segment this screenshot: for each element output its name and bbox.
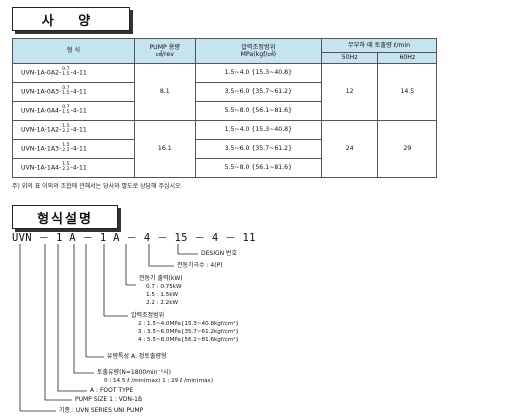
model-code: UVN － 1 A － 1 A － 4 － 15 － 4 － 11 [12, 230, 256, 245]
model-prefix: UVN-1A-1A4- [21, 165, 62, 172]
leader-pump-size [44, 244, 72, 401]
label-discharge-title: 토출유량(N=1800min⁻¹시) [97, 369, 171, 376]
code-pressure: 4 [143, 232, 151, 244]
code-series: UVN [12, 232, 32, 244]
label-motor-poles: 전동기극수 : 4(P) [177, 262, 223, 269]
label-series: 기종 : UVN SERIES UNI PUMP [59, 407, 144, 414]
fraction-bottom: 1.5 [62, 91, 70, 96]
label-pressure-3: 4 : 5.5~8.0MPa{56.1~81.6kgf/cm²} [138, 337, 239, 343]
model-prefix: UVN-1A-0A4- [21, 108, 62, 115]
model-suffix: -4-11 [70, 146, 87, 153]
label-motor-output-3: 2.2 : 2.2kW [146, 300, 179, 306]
header-model: 형 식 [12, 38, 135, 64]
spec-table: 형 식 PUMP 용량 ㎤/rev 압력조정범위 MPa(kgf/㎠) 무부하 … [12, 38, 496, 178]
model-suffix: -4-11 [70, 70, 87, 77]
model-suffix: -4-11 [70, 127, 87, 134]
leader-design [177, 244, 198, 255]
model-suffix: -4-11 [70, 165, 87, 172]
code-discharge: 1 [99, 232, 107, 244]
model-prefix: UVN-1A-1A2- [21, 127, 62, 134]
code-dash: － [82, 232, 94, 244]
label-pressure-title: 압력조정범위 [131, 312, 165, 319]
leader-motor [125, 244, 136, 286]
label-pressure-1: 2 : 1.5~4.0MPa{15.3~40.8kgf/cm²} [138, 321, 239, 327]
header-pump-label: PUMP 용량 [149, 43, 181, 51]
discharge-60hz-cell: 29 [377, 120, 438, 178]
header-pump-unit: ㎤/rev [155, 51, 174, 58]
code-dash: － [194, 232, 206, 244]
fraction-bottom: 2.2 [62, 148, 70, 153]
leader-pressure [103, 244, 128, 317]
code-motor: 15 [174, 232, 188, 244]
fraction-top: 1.5 [62, 162, 70, 168]
model-prefix: UVN-1A-0A3- [21, 89, 62, 96]
code-dash: － [157, 232, 168, 244]
label-flow-characteristic: 유량특성 A: 정토출량형 [107, 353, 167, 360]
fraction-top: 1.5 [62, 143, 70, 149]
header-pressure-range: 압력조정범위 MPa(kgf/㎠) [194, 38, 322, 64]
label-pressure-2: 3 : 3.5~6.0MPa{35.7~61.2kgf/cm²} [138, 329, 239, 335]
table-footnote: 주) 위의 표 이외의 조합에 관해서는 당사와 별도로 상담해 주십시오 [12, 183, 181, 190]
header-pressure-unit: MPa(kgf/㎠) [240, 51, 276, 58]
model-prefix: UVN-1A-1A3- [21, 146, 62, 153]
model-code-section-title: 형식설명 [12, 205, 118, 229]
fraction-top: 0.7 [62, 105, 70, 111]
code-design: 11 [242, 232, 256, 244]
fraction-bottom: 2.2 [62, 167, 70, 172]
code-dash: － [38, 232, 50, 244]
code-dash: － [225, 232, 236, 244]
label-motor-output-1: 0.7 : 0.75kW [146, 284, 182, 290]
pump-capacity-cell: 16.1 [133, 120, 196, 178]
header-pressure-label: 압력조정범위 [241, 43, 276, 51]
discharge-50hz-cell: 12 [320, 63, 379, 121]
label-pump-size: PUMP SIZE 1 : VDN-1B [75, 396, 143, 403]
spec-section-title: 사 양 [12, 7, 130, 31]
fraction-top: 0.7 [62, 67, 70, 73]
pressure-cell: 5.5~8.0 {56.1~81.6} [194, 158, 322, 178]
code-flow-char: A [113, 232, 120, 244]
label-discharge-values: 0 : 14.5 ℓ /min(max) 1 : 29 ℓ /min(max) [104, 378, 214, 384]
model-suffix: -4-11 [70, 108, 87, 115]
code-mounting: A [69, 232, 76, 244]
code-pump-size: 1 [55, 232, 63, 244]
model-prefix: UVN-1A-0A2- [21, 70, 62, 77]
fraction-bottom: 1.5 [62, 72, 70, 77]
leader-poles [148, 244, 174, 267]
label-motor-output-title: 전동기 출력(kW) [139, 275, 183, 282]
fraction-bottom: 2.2 [62, 129, 70, 134]
code-dash: － [126, 232, 138, 244]
leader-foot [57, 244, 87, 392]
label-motor-output-2: 1.5 : 1.5kW [146, 292, 179, 298]
leader-flow-char [85, 244, 104, 358]
fraction-top: 1.5 [62, 124, 70, 130]
leader-discharge [73, 244, 94, 374]
label-design-number: DESIGN 번호 [201, 250, 238, 257]
leader-series [19, 244, 56, 412]
fraction-bottom: 1.5 [62, 110, 70, 115]
fraction-top: 0.7 [62, 86, 70, 92]
label-foot-type: A : FOOT TYPE [90, 387, 134, 394]
model-suffix: -4-11 [70, 89, 87, 96]
code-poles: 4 [211, 232, 219, 244]
